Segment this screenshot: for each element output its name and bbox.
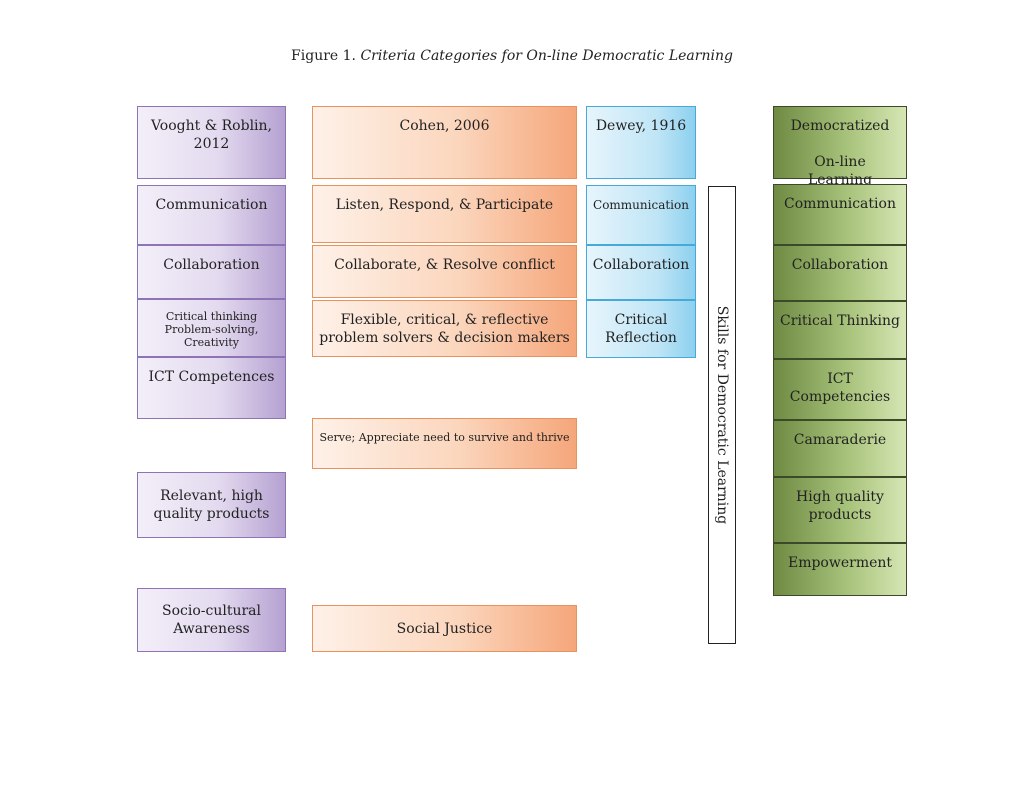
democratized-item-ict: ICT Competencies <box>773 359 907 420</box>
cohen-item-collaborate: Collaborate, & Resolve conflict <box>312 245 577 298</box>
vooght-item-communication: Communication <box>137 185 286 245</box>
caption-title: Criteria Categories for On-line Democrat… <box>360 48 733 64</box>
vooght-header: Vooght & Roblin, 2012 <box>137 106 286 179</box>
dewey-header: Dewey, 1916 <box>586 106 696 179</box>
vooght-item-ict: ICT Competences <box>137 357 286 419</box>
dewey-item-critical-reflection: Critical Reflection <box>586 300 696 358</box>
vooght-item-socio-cultural: Socio-cultural Awareness <box>137 588 286 652</box>
democratized-item-high-quality: High quality products <box>773 477 907 543</box>
democratized-item-camaraderie: Camaraderie <box>773 420 907 477</box>
vooght-item-collaboration: Collaboration <box>137 245 286 299</box>
figure-caption: Figure 1. Criteria Categories for On-lin… <box>0 48 1024 64</box>
skills-vertical-bar: Skills for Democratic Learning <box>708 186 736 644</box>
democratized-item-communication: Communication <box>773 184 907 245</box>
dewey-item-communication: Communication <box>586 185 696 245</box>
democratized-header: Democratized On-line Learning <box>773 106 907 188</box>
democratized-item-collaboration: Collaboration <box>773 245 907 301</box>
democratized-item-critical-thinking: Critical Thinking <box>773 301 907 359</box>
cohen-header: Cohen, 2006 <box>312 106 577 179</box>
caption-prefix: Figure 1. <box>291 48 357 64</box>
vooght-item-critical-thinking: Critical thinking Problem-solving, Creat… <box>137 299 286 357</box>
cohen-item-serve: Serve; Appreciate need to survive and th… <box>312 418 577 469</box>
dewey-item-collaboration: Collaboration <box>586 245 696 300</box>
cohen-item-social-justice: Social Justice <box>312 605 577 652</box>
skills-vertical-label: Skills for Democratic Learning <box>714 305 730 525</box>
vooght-item-products: Relevant, high quality products <box>137 472 286 538</box>
cohen-item-flexible: Flexible, critical, & reflective problem… <box>312 300 577 357</box>
cohen-item-listen: Listen, Respond, & Participate <box>312 185 577 243</box>
democratized-item-empowerment: Empowerment <box>773 543 907 596</box>
